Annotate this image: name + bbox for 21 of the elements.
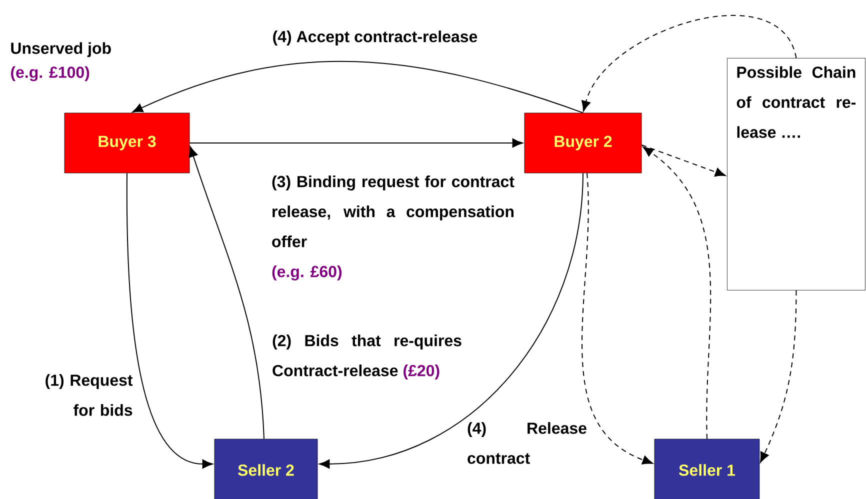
arrow: [760, 290, 797, 463]
arrow: [582, 15, 797, 112]
seller-box: Seller 1: [654, 438, 760, 499]
arrow: [188, 146, 264, 440]
edge-label: (1) Request for bids: [46, 374, 133, 416]
arrow: [642, 146, 712, 440]
seller-box: Seller 2: [214, 438, 318, 499]
buyer-box: Buyer 3: [64, 112, 190, 174]
edge-label: (3) Binding request for contract release, with a compensation offer (e.g. £60): [272, 176, 514, 280]
arrow: [582, 172, 654, 464]
node-caption: Unserved job (e.g. £100): [11, 42, 111, 82]
chain-box: Possible Chain of contract re-lease ….: [727, 58, 866, 290]
edge-label: (2) Bids that re-quires Contract-release (£20): [272, 334, 462, 380]
buyer-box: Buyer 2: [524, 112, 642, 174]
arrow: [126, 172, 213, 469]
edge-label: (4) Release contract: [468, 422, 586, 464]
edge-label: (4) Accept contract-release: [273, 30, 478, 46]
arrow: [641, 144, 726, 177]
arrow: [319, 172, 584, 469]
arrow: [132, 61, 584, 114]
arrow: [189, 138, 523, 148]
